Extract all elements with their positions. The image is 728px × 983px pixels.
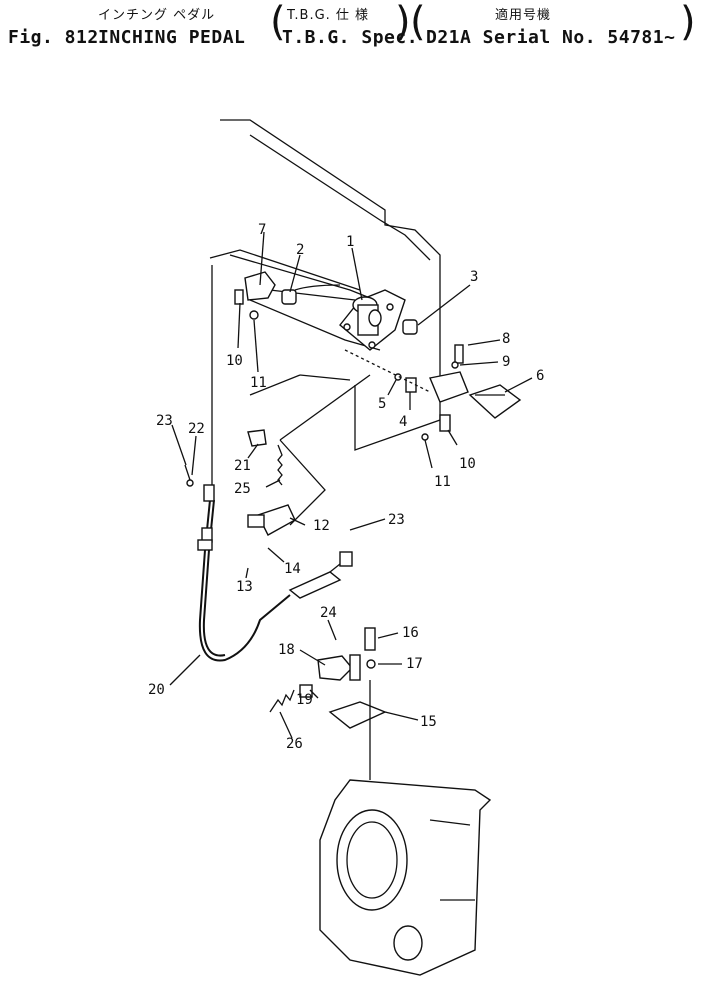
callout-26: 26	[286, 736, 303, 752]
cable-assembly	[197, 484, 353, 662]
left-paren-2: (	[410, 0, 426, 45]
spec-japanese: T.B.G. 仕 様	[287, 8, 370, 23]
callout-4: 4	[399, 414, 407, 430]
callout-20: 20	[148, 682, 165, 698]
callout-3: 3	[470, 269, 478, 285]
title-japanese: インチング ペダル	[98, 8, 216, 23]
floor-panel	[209, 119, 441, 490]
lower-lever	[269, 627, 387, 780]
page-title: INCHING PEDAL	[98, 27, 246, 48]
left-paren: (	[270, 0, 286, 45]
spec-label: T.B.G. Spec.	[282, 27, 419, 48]
callout-22: 22	[188, 421, 205, 437]
callout-8: 8	[502, 331, 510, 347]
pedal-assembly	[344, 344, 522, 441]
callout-11b: 11	[434, 474, 451, 490]
callout-10b: 10	[459, 456, 476, 472]
callout-7: 7	[258, 222, 266, 238]
callout-9: 9	[502, 354, 510, 370]
callout-15: 15	[420, 714, 437, 730]
callout-1: 1	[346, 234, 354, 250]
callout-24: 24	[320, 605, 337, 621]
spring-25	[184, 429, 283, 487]
bushing-shaft	[234, 271, 356, 320]
callout-11a: 11	[250, 375, 267, 391]
callout-19: 19	[296, 692, 313, 708]
callout-5: 5	[378, 396, 386, 412]
leader-lines	[169, 231, 533, 739]
control-rod	[279, 374, 371, 526]
callout-16: 16	[402, 625, 419, 641]
callout-23b: 23	[388, 512, 405, 528]
callout-10a: 10	[226, 353, 243, 369]
bushing-3	[402, 319, 418, 335]
serial-japanese: 適用号機	[495, 8, 552, 23]
callout-23a: 23	[156, 413, 173, 429]
callout-18: 18	[278, 642, 295, 658]
transmission-housing	[319, 779, 492, 976]
figure-number: Fig. 812	[8, 27, 99, 48]
callout-12: 12	[313, 518, 330, 534]
callout-21: 21	[234, 458, 251, 474]
callout-6: 6	[536, 368, 544, 384]
pedal-bracket	[339, 289, 406, 351]
callout-2: 2	[296, 242, 304, 258]
callout-labels: 1 2 3 4 5 6 7 8 9 10 10 11 11 12 13 14 1…	[148, 222, 544, 752]
callout-25: 25	[234, 481, 251, 497]
callout-14: 14	[284, 561, 301, 577]
right-paren-2: )	[680, 0, 696, 45]
serial-label: D21A Serial No. 54781~	[426, 27, 676, 48]
callout-13: 13	[236, 579, 253, 595]
callout-17: 17	[406, 656, 423, 672]
right-paren: )	[395, 0, 411, 45]
